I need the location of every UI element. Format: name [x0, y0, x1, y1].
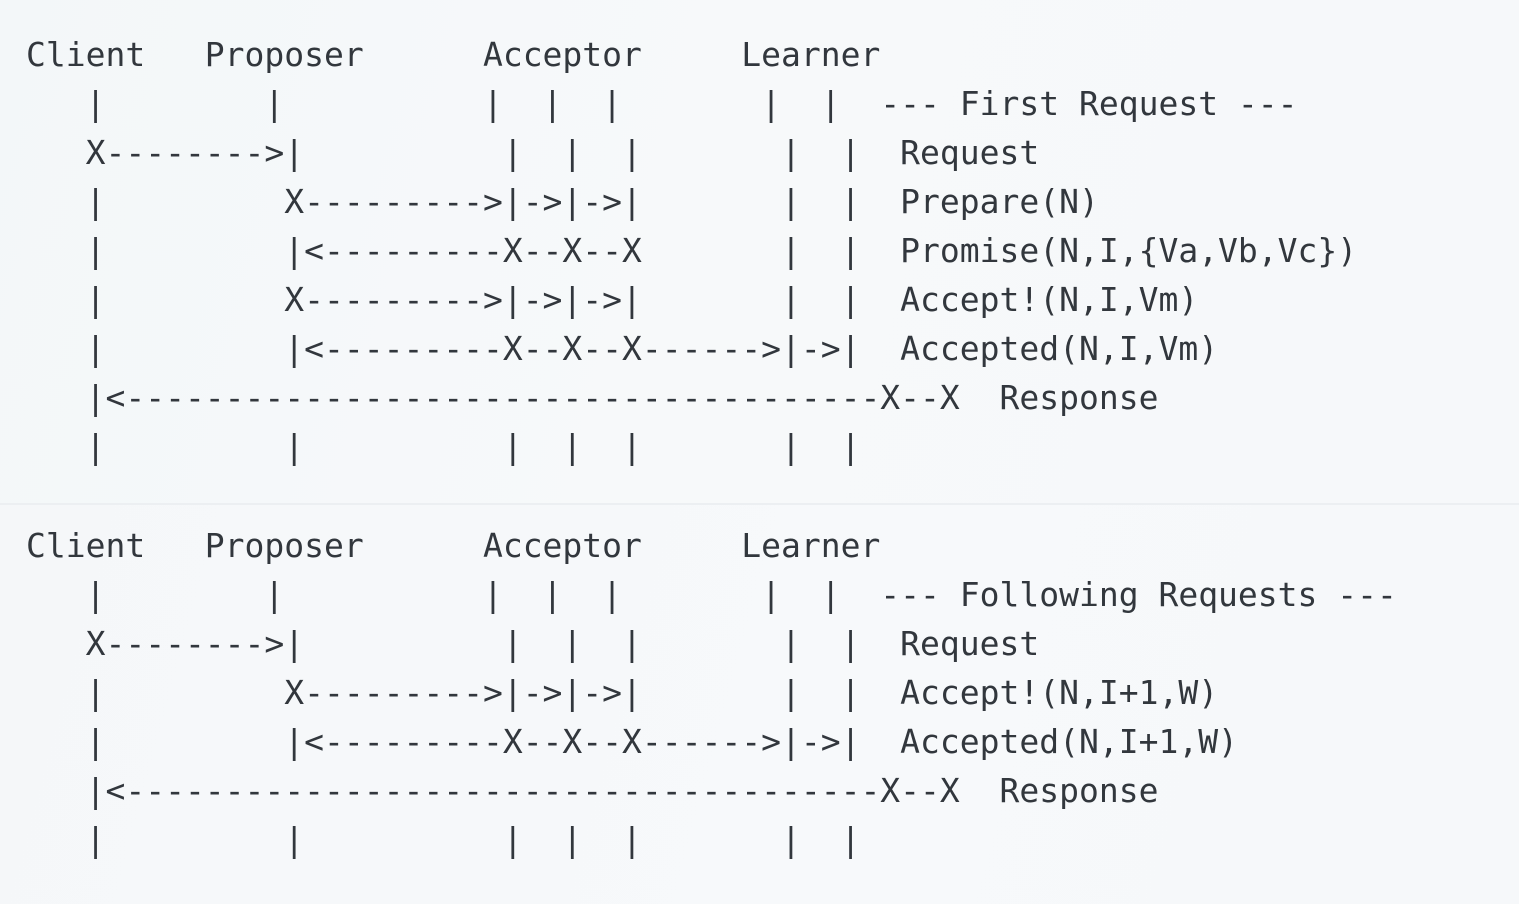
- diagram-block-first-request: Client Proposer Acceptor Learner | | | |…: [0, 0, 1519, 505]
- ascii-art-first-request: Client Proposer Acceptor Learner | | | |…: [26, 35, 1358, 466]
- section-divider: [0, 503, 1519, 505]
- diagram-block-following-requests: Client Proposer Acceptor Learner | | | |…: [0, 505, 1519, 904]
- ascii-art-following-requests: Client Proposer Acceptor Learner | | | |…: [26, 526, 1397, 859]
